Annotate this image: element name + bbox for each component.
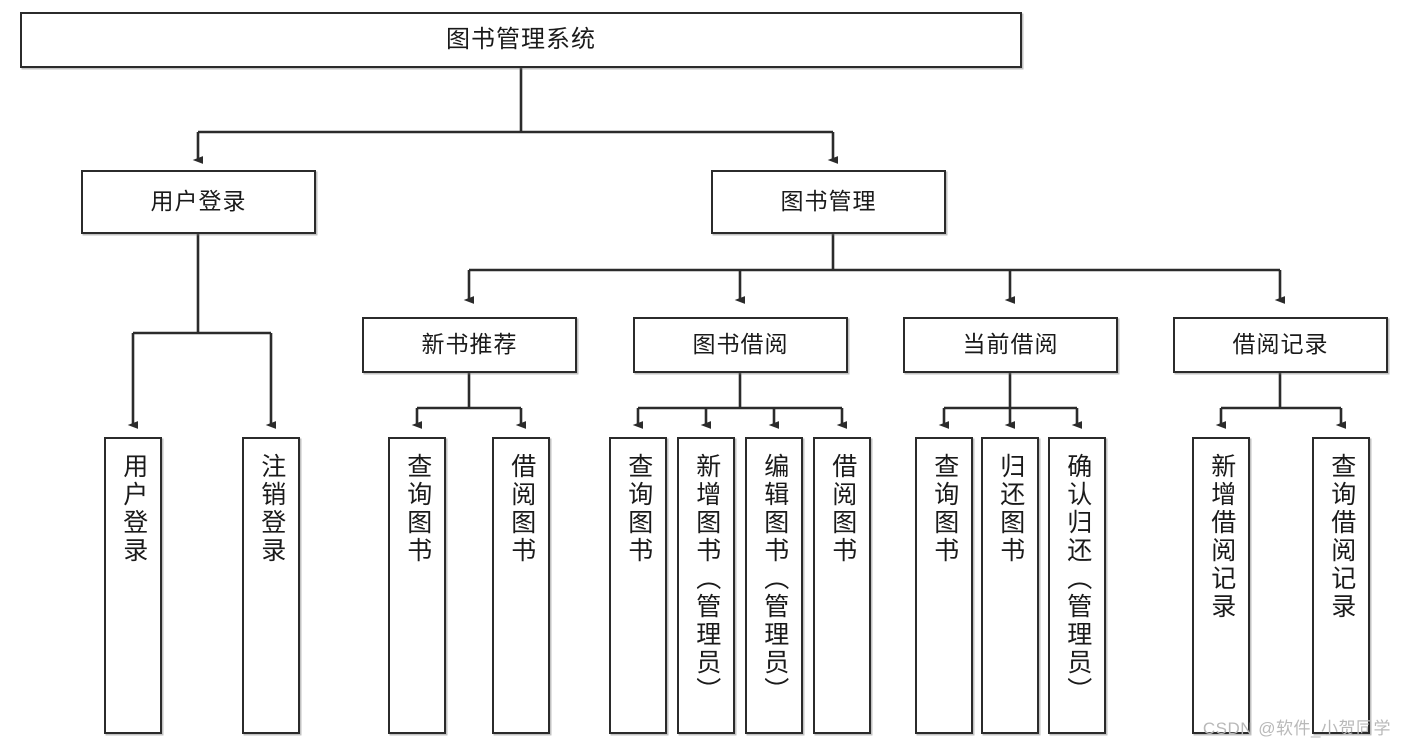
node-leaf-borrow-book-1[interactable]: 借阅图书 — [492, 437, 550, 734]
node-current-borrow-label: 当前借阅 — [962, 331, 1059, 358]
node-current-borrow[interactable]: 当前借阅 — [903, 317, 1118, 373]
node-leaf-query-book-1[interactable]: 查询图书 — [388, 437, 446, 734]
node-leaf-confirm-return-label: 确认归还（管理员） — [1063, 453, 1092, 705]
node-leaf-borrow-book-2-label: 借阅图书 — [828, 453, 857, 565]
node-leaf-borrow-book-1-label: 借阅图书 — [507, 453, 536, 565]
node-book-borrow-label: 图书借阅 — [692, 331, 789, 358]
node-leaf-confirm-return[interactable]: 确认归还（管理员） — [1048, 437, 1106, 734]
node-leaf-query-book-2[interactable]: 查询图书 — [609, 437, 667, 734]
watermark-text: CSDN @软件_小贺同学 — [1202, 719, 1391, 738]
node-user-login-label: 用户登录 — [150, 188, 247, 215]
node-borrow-record[interactable]: 借阅记录 — [1173, 317, 1388, 373]
node-leaf-query-book-1-label: 查询图书 — [403, 453, 432, 565]
node-leaf-return-book-label: 归还图书 — [996, 453, 1025, 565]
node-borrow-record-label: 借阅记录 — [1232, 331, 1329, 358]
node-leaf-user-login-label: 用户登录 — [119, 453, 148, 565]
node-root-system-label: 图书管理系统 — [446, 25, 596, 53]
node-new-book-recommend-label: 新书推荐 — [421, 331, 518, 358]
node-leaf-query-book-3-label: 查询图书 — [930, 453, 959, 565]
node-leaf-logout-label: 注销登录 — [257, 453, 286, 565]
node-leaf-query-record-label: 查询借阅记录 — [1327, 453, 1356, 621]
node-user-login[interactable]: 用户登录 — [81, 170, 316, 234]
node-leaf-user-login[interactable]: 用户登录 — [104, 437, 162, 734]
node-leaf-add-record-label: 新增借阅记录 — [1207, 453, 1236, 621]
node-new-book-recommend[interactable]: 新书推荐 — [362, 317, 577, 373]
node-root-system[interactable]: 图书管理系统 — [20, 12, 1022, 68]
node-leaf-add-record[interactable]: 新增借阅记录 — [1192, 437, 1250, 734]
node-book-borrow[interactable]: 图书借阅 — [633, 317, 848, 373]
node-leaf-edit-book-label: 编辑图书（管理员） — [760, 453, 789, 705]
node-leaf-return-book[interactable]: 归还图书 — [981, 437, 1039, 734]
node-leaf-logout[interactable]: 注销登录 — [242, 437, 300, 734]
node-leaf-query-record[interactable]: 查询借阅记录 — [1312, 437, 1370, 734]
node-leaf-add-book[interactable]: 新增图书（管理员） — [677, 437, 735, 734]
node-leaf-add-book-label: 新增图书（管理员） — [692, 453, 721, 705]
node-leaf-query-book-2-label: 查询图书 — [624, 453, 653, 565]
node-book-manage-label: 图书管理 — [780, 188, 877, 215]
node-book-manage[interactable]: 图书管理 — [711, 170, 946, 234]
node-leaf-edit-book[interactable]: 编辑图书（管理员） — [745, 437, 803, 734]
node-leaf-query-book-3[interactable]: 查询图书 — [915, 437, 973, 734]
node-leaf-borrow-book-2[interactable]: 借阅图书 — [813, 437, 871, 734]
